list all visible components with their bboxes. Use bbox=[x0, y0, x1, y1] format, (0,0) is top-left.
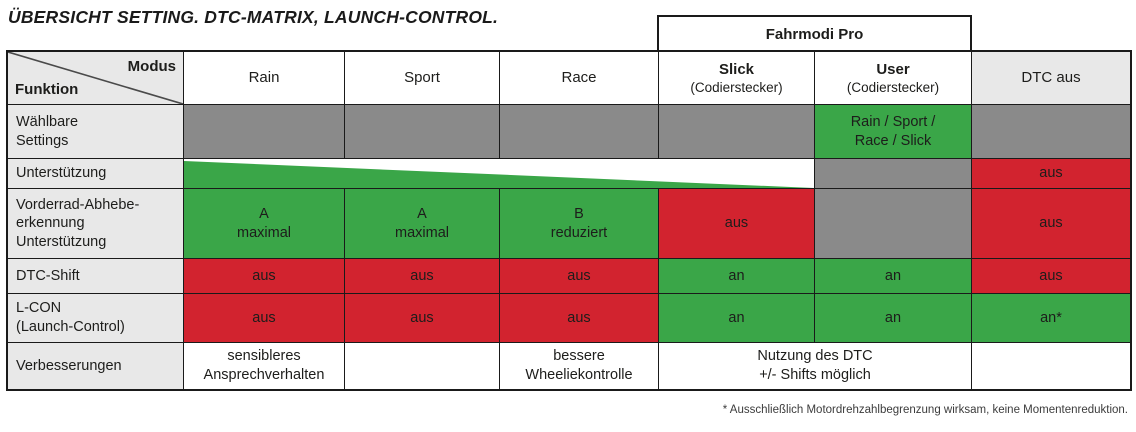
cell-unterstuetzung-user bbox=[815, 159, 971, 188]
cell-lcon-slick: an bbox=[659, 294, 814, 342]
column-header-user-sublabel: (Codierstecker) bbox=[846, 79, 940, 95]
column-header-rain: Rain bbox=[184, 52, 344, 104]
diagonal-divider-line bbox=[8, 52, 183, 104]
column-header-race: Race bbox=[500, 52, 658, 104]
cell-vorderrad-slick: aus bbox=[659, 189, 814, 258]
cell-waehlbare-rain bbox=[184, 105, 344, 158]
cell-dtcshift-sport: aus bbox=[345, 259, 499, 293]
column-header-race-label: Race bbox=[561, 69, 597, 87]
column-header-dtc-aus-label: DTC aus bbox=[1021, 69, 1081, 87]
row-label-vorderrad-abhebeerkennung: Vorderrad-Abhebe- erkennung Unterstützun… bbox=[8, 189, 183, 258]
cell-waehlbare-sport bbox=[345, 105, 499, 158]
row-label-l-con: L-CON (Launch-Control) bbox=[8, 294, 183, 342]
cell-lcon-race: aus bbox=[500, 294, 658, 342]
cell-dtcshift-slick: an bbox=[659, 259, 814, 293]
row-label-dtc-shift: DTC-Shift bbox=[8, 259, 183, 293]
cell-dtcshift-user: an bbox=[815, 259, 971, 293]
fahrmodi-pro-label: Fahrmodi Pro bbox=[765, 26, 864, 43]
cell-vorderrad-rain: A maximal bbox=[184, 189, 344, 258]
cell-lcon-user: an bbox=[815, 294, 971, 342]
matrix-table: Modus Funktion Rain Sport Race Slick (Co… bbox=[6, 50, 1132, 391]
cell-lcon-dtc-aus: an* bbox=[972, 294, 1130, 342]
cell-verbesserungen-dtc-aus bbox=[972, 343, 1130, 389]
cell-unterstuetzung-dtc-aus: aus bbox=[972, 159, 1130, 188]
cell-verbesserungen-slick-user: Nutzung des DTC +/- Shifts möglich bbox=[659, 343, 971, 389]
row-label-waehlbare-settings: Wählbare Settings bbox=[8, 105, 183, 158]
cell-vorderrad-race: B reduziert bbox=[500, 189, 658, 258]
fahrmodi-pro-group-header: Fahrmodi Pro bbox=[657, 15, 972, 52]
page-title: ÜBERSICHT SETTING. DTC-MATRIX, LAUNCH-CO… bbox=[8, 7, 499, 27]
row-label-unterstuetzung: Unterstützung bbox=[8, 159, 183, 188]
column-header-user-label: User bbox=[876, 60, 910, 78]
cell-verbesserungen-rain: sensibleres Ansprechverhalten bbox=[184, 343, 344, 389]
column-header-rain-label: Rain bbox=[248, 69, 280, 87]
cell-dtcshift-dtc-aus: aus bbox=[972, 259, 1130, 293]
column-header-slick-label: Slick bbox=[718, 60, 755, 78]
cell-unterstuetzung-wedge bbox=[184, 159, 814, 188]
cell-lcon-sport: aus bbox=[345, 294, 499, 342]
column-header-dtc-aus: DTC aus bbox=[972, 52, 1130, 104]
header-funktion-label: Funktion bbox=[15, 80, 79, 98]
cell-verbesserungen-sport bbox=[345, 343, 499, 389]
column-header-user: User (Codierstecker) bbox=[815, 52, 971, 104]
column-header-sport-label: Sport bbox=[404, 69, 440, 87]
column-header-slick: Slick (Codierstecker) bbox=[659, 52, 814, 104]
cell-dtcshift-rain: aus bbox=[184, 259, 344, 293]
cell-lcon-rain: aus bbox=[184, 294, 344, 342]
column-header-slick-sublabel: (Codierstecker) bbox=[690, 79, 783, 95]
row-label-verbesserungen: Verbesserungen bbox=[8, 343, 183, 389]
cell-waehlbare-slick bbox=[659, 105, 814, 158]
support-decrease-wedge bbox=[184, 161, 814, 188]
header-modus-label: Modus bbox=[127, 58, 176, 75]
cell-waehlbare-race bbox=[500, 105, 658, 158]
cell-vorderrad-dtc-aus: aus bbox=[972, 189, 1130, 258]
cell-vorderrad-user bbox=[815, 189, 971, 258]
cell-vorderrad-sport: A maximal bbox=[345, 189, 499, 258]
diagonal-header-cell: Modus Funktion bbox=[8, 52, 183, 104]
cell-verbesserungen-race: bessere Wheeliekontrolle bbox=[500, 343, 658, 389]
cell-dtcshift-race: aus bbox=[500, 259, 658, 293]
cell-waehlbare-dtc-aus bbox=[972, 105, 1130, 158]
cell-waehlbare-user: Rain / Sport / Race / Slick bbox=[815, 105, 971, 158]
footnote: * Ausschließlich Motordrehzahlbegrenzung… bbox=[722, 404, 1128, 416]
column-header-sport: Sport bbox=[345, 52, 499, 104]
